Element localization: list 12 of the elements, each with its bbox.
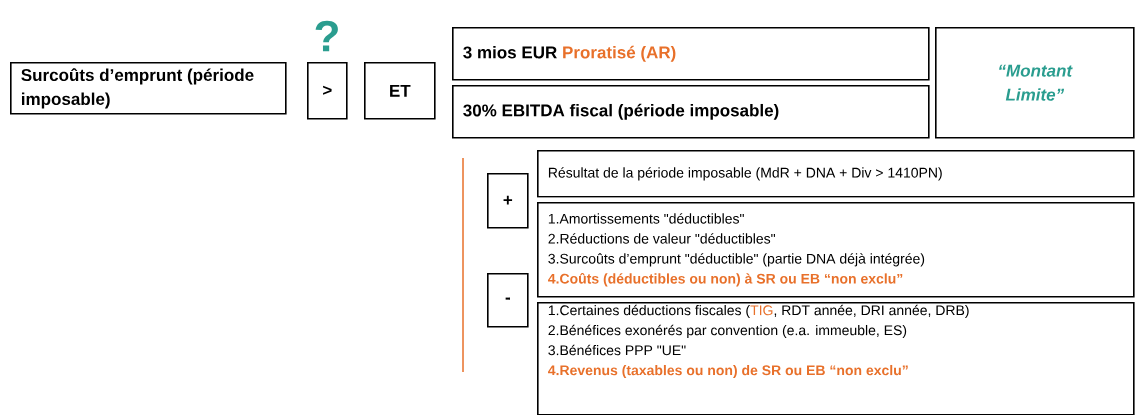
question-mark: ? (315, 20, 338, 52)
sign-box: + (487, 173, 529, 229)
operator-box: > (307, 62, 348, 120)
condition-box: 3 mios EUR Proratisé (AR) (452, 27, 930, 81)
item-box: Résultat de la période imposable (MdR + DNA + Div > 1410PN) (537, 150, 1135, 198)
operator-box: ET (364, 62, 436, 120)
term-box: Surcoûts d’emprunt (période imposable) (10, 62, 287, 115)
list-box: 1.Amortissements "déductibles" 2.Réductions de valeur "déductibles" 3.Surcoûts d’emprunt "déductible" (partie DNA déjà intégrée) 4.Coûts (déductibles ou non) à SR ou EB “non exclu” (537, 202, 1135, 298)
list-box: 1.Certaines déductions fiscales (TIG , RDT année, DRI année, DRB) 2.Bénéfices exonérés par convention (e.a. immeuble, ES) 3.Bénéfices PPP "UE" 4.Revenus (taxables ou non) de SR ou EB “non exclu” (537, 302, 1135, 415)
condition-box: 30% EBITDA fiscal (période imposable) (452, 85, 930, 139)
sign-box: - (487, 273, 529, 328)
result-box: “Montant Limite” (935, 27, 1135, 139)
